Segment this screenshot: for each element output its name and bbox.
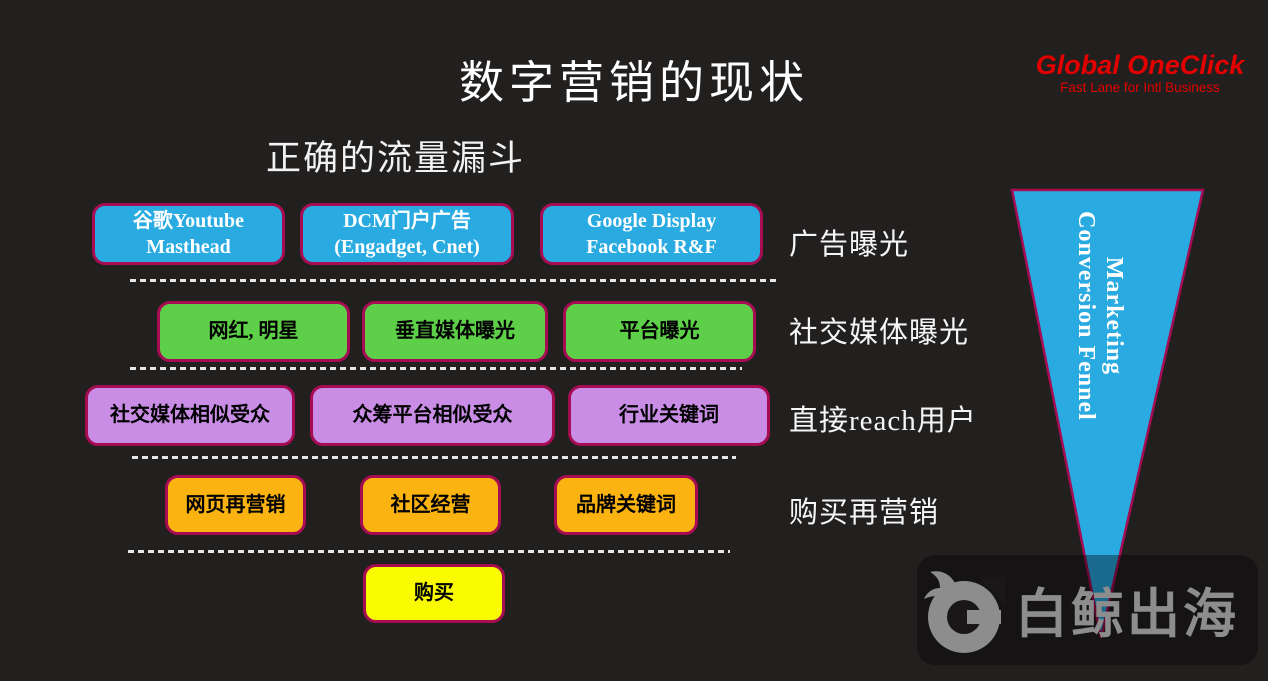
dashed-divider [132,456,736,459]
row-label-ad-exposure: 广告曝光 [789,229,910,261]
box-text: 社交媒体相似受众 [110,404,270,427]
flow-box-dcm-portal-ads: DCM门户广告(Engadget, Cnet) [300,203,514,265]
brand-tagline: Fast Lane for Intl Business [1060,80,1220,95]
page-title: 数字营销的现状 [458,57,809,108]
box-text: 行业关键词 [619,404,719,427]
funnel-subtitle: 正确的流量漏斗 [266,139,526,178]
funnel-label-line2: Conversion Fennel [1073,211,1099,421]
dashed-divider [128,550,730,553]
flow-box-brand-keywords: 品牌关键词 [554,475,698,535]
box-text: 购买 [414,582,454,605]
box-text: 众筹平台相似受众 [352,404,513,427]
flow-box-influencers-celebrities: 网红, 明星 [157,301,350,362]
marketing-funnel-shape [1010,188,1205,639]
watermark-badge: 白鲸出海 [917,555,1258,665]
flow-box-social-lookalike-audience: 社交媒体相似受众 [85,385,295,446]
whale-g-logo-icon [924,571,1005,653]
box-text: 网红, 明星 [208,320,299,343]
flow-box-industry-keywords: 行业关键词 [568,385,770,446]
watermark-text: 白鲸出海 [1015,585,1239,644]
flow-box-vertical-media-exposure: 垂直媒体曝光 [362,301,548,362]
flow-box-community-management: 社区经营 [360,475,501,535]
funnel-label: Marketing Conversion Fennel [1072,188,1128,444]
box-text: 品牌关键词 [576,493,676,516]
box-text: 平台曝光 [619,320,700,343]
dashed-divider [130,367,742,370]
row-label-social-media-exposure: 社交媒体曝光 [789,317,970,349]
row-label-purchase-remarketing: 购买再营销 [789,497,940,529]
brand-block: Global OneClick Fast Lane for Intl Busin… [1032,50,1248,96]
brand-name: Global OneClick [1035,50,1245,80]
box-text: DCM门户广告(Engadget, Cnet) [334,209,480,258]
flow-box-web-remarketing: 网页再营销 [165,475,306,535]
dashed-divider [130,279,778,282]
row-label-direct-reach: 直接reach用户 [789,405,977,437]
box-text: 垂直媒体曝光 [395,320,515,343]
funnel-label-line1: Marketing [1101,256,1127,376]
box-text: 网页再营销 [185,493,286,516]
flow-box-crowdfunding-lookalike-audience: 众筹平台相似受众 [310,385,555,446]
box-text: 社区经营 [390,493,471,516]
flow-box-purchase: 购买 [363,564,505,623]
flow-box-platform-exposure: 平台曝光 [563,301,756,362]
